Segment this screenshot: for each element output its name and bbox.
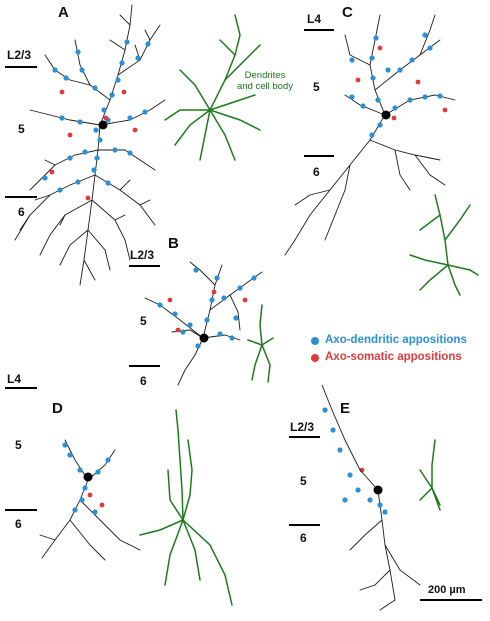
panel-e-layer-l23: L2/3 <box>290 420 315 434</box>
panel-d-cell-body <box>83 472 93 482</box>
panel-e-axon <box>349 489 421 611</box>
panel-label-d: D <box>52 400 63 417</box>
dendrites-label: Dendrites and cell body <box>237 70 293 92</box>
panel-e-dendrites <box>419 439 441 511</box>
legend-dendritic-label: Axo-dendritic appositions <box>325 334 467 346</box>
panel-a-dendrites <box>164 14 261 161</box>
panel-e-axon-ascending <box>321 384 379 491</box>
panel-b-layer-5: 5 <box>140 314 147 328</box>
dendrites-label-line2: and cell body <box>237 81 293 92</box>
panel-a-dendritic-appositions <box>42 39 151 193</box>
panel-e-layer-5: 5 <box>300 474 307 488</box>
panel-b-cell-body <box>199 333 209 343</box>
panel-a-layer-l23: L2/3 <box>7 48 32 62</box>
panel-a-layer-6: 6 <box>18 205 25 219</box>
panel-d-dendrites <box>139 409 233 606</box>
legend-dendritic-dot <box>311 337 319 345</box>
panel-d-layer-6: 6 <box>15 517 22 531</box>
layer-bars <box>5 29 334 526</box>
panel-label-c: C <box>342 4 353 21</box>
panel-c-dendritic-appositions <box>349 32 443 138</box>
panel-a-axon <box>14 4 166 286</box>
legend-somatic-label: Axo-somatic appositions <box>325 351 462 363</box>
panel-d-dendritic-appositions <box>62 442 111 515</box>
scale-bar-label: 200 µm <box>428 584 466 596</box>
panel-c-layer-6: 6 <box>313 165 320 179</box>
panel-d-axon <box>39 439 141 561</box>
panel-b-dendritic-appositions <box>157 267 257 349</box>
dendrites-label-line1: Dendrites <box>244 70 286 81</box>
panel-b-layer-6: 6 <box>140 374 147 388</box>
panel-c-layer-5: 5 <box>313 80 320 94</box>
panel-c-layer-l4: L4 <box>307 12 322 26</box>
panel-label-e: E <box>340 400 351 417</box>
panel-label-a: A <box>58 4 69 21</box>
panel-c-somatic-appositions <box>355 45 448 121</box>
panel-label-b: B <box>168 235 179 252</box>
panel-d-somatic-appositions <box>87 492 105 508</box>
panel-b-axon <box>144 261 263 386</box>
panel-a-layer-5: 5 <box>18 122 25 136</box>
panel-c-dendrites <box>409 194 479 296</box>
panel-b-somatic-appositions <box>167 289 248 333</box>
legend-somatic-dot <box>311 354 319 362</box>
panel-d-layer-5: 5 <box>15 438 22 452</box>
panel-d-layer-l4: L4 <box>7 372 22 386</box>
panel-e-dendritic-appositions <box>322 407 388 515</box>
panel-c-cell-body <box>381 110 391 120</box>
panel-a-somatic-appositions <box>49 89 138 201</box>
panel-b-layer-l23: L2/3 <box>130 248 155 262</box>
panel-a-cell-body <box>98 120 108 130</box>
panel-e-layer-6: 6 <box>300 531 307 545</box>
panel-b-dendrites <box>247 304 274 383</box>
